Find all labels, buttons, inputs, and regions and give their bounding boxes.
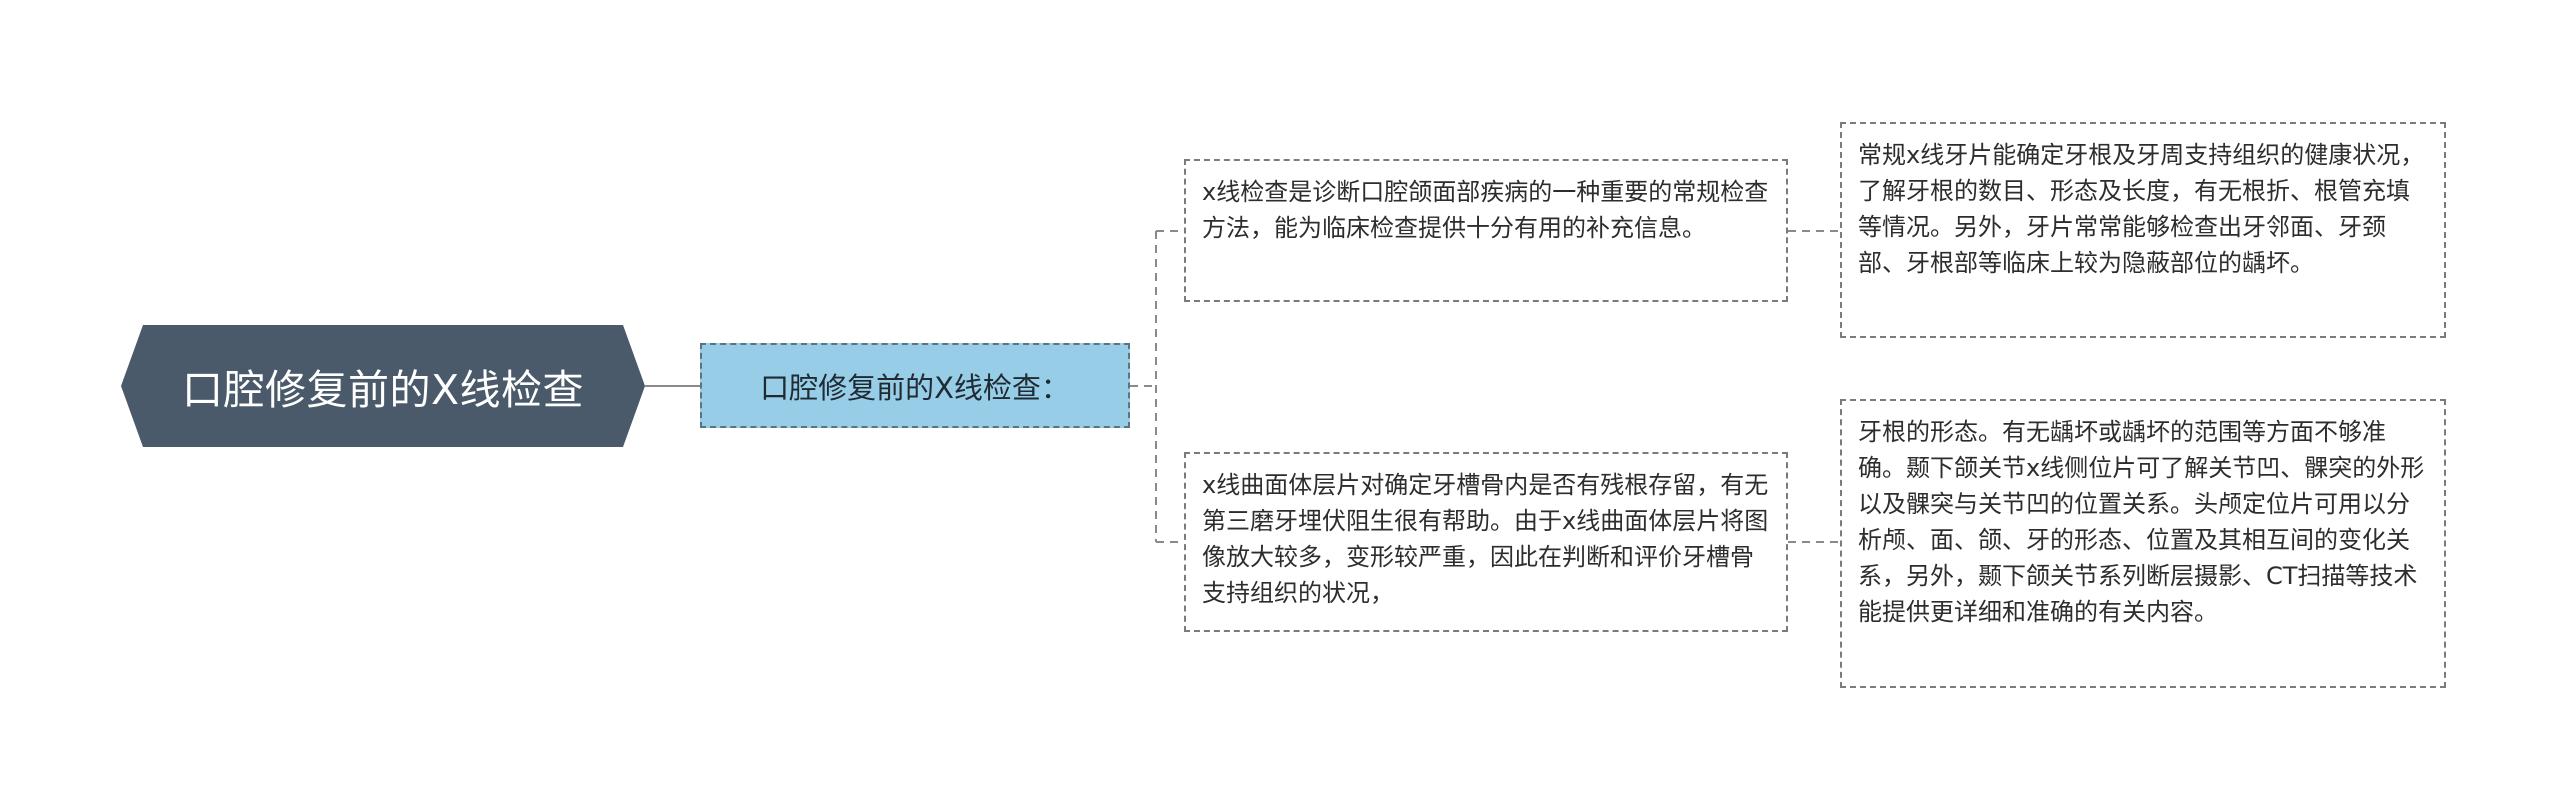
- branch-node-panoramic[interactable]: x线曲面体层片对确定牙槽骨内是否有残根存留，有无第三磨牙埋伏阻生很有帮助。由于x…: [1184, 452, 1788, 632]
- leaf-node-periapical-film[interactable]: 常规x线牙片能确定牙根及牙周支持组织的健康状况，了解牙根的数目、形态及长度，有无…: [1840, 122, 2446, 338]
- leaf-text: 牙根的形态。有无龋坏或龋坏的范围等方面不够准确。颞下颌关节x线侧位片可了解关节凹…: [1858, 418, 2425, 626]
- subtopic-label: 口腔修复前的X线检查：: [760, 370, 1070, 405]
- root-topic-label: 口腔修复前的X线检查: [181, 366, 585, 414]
- branch-text: x线检查是诊断口腔颌面部疾病的一种重要的常规检查方法，能为临床检查提供十分有用的…: [1202, 178, 1769, 242]
- branch-node-xray-overview[interactable]: x线检查是诊断口腔颌面部疾病的一种重要的常规检查方法，能为临床检查提供十分有用的…: [1184, 159, 1788, 302]
- subtopic-node[interactable]: 口腔修复前的X线检查：: [700, 343, 1130, 428]
- leaf-node-root-morphology[interactable]: 牙根的形态。有无龋坏或龋坏的范围等方面不够准确。颞下颌关节x线侧位片可了解关节凹…: [1840, 399, 2446, 688]
- branch-text: x线曲面体层片对确定牙槽骨内是否有残根存留，有无第三磨牙埋伏阻生很有帮助。由于x…: [1202, 471, 1769, 607]
- leaf-text: 常规x线牙片能确定牙根及牙周支持组织的健康状况，了解牙根的数目、形态及长度，有无…: [1858, 141, 2425, 277]
- root-topic-node[interactable]: 口腔修复前的X线检查: [121, 325, 645, 447]
